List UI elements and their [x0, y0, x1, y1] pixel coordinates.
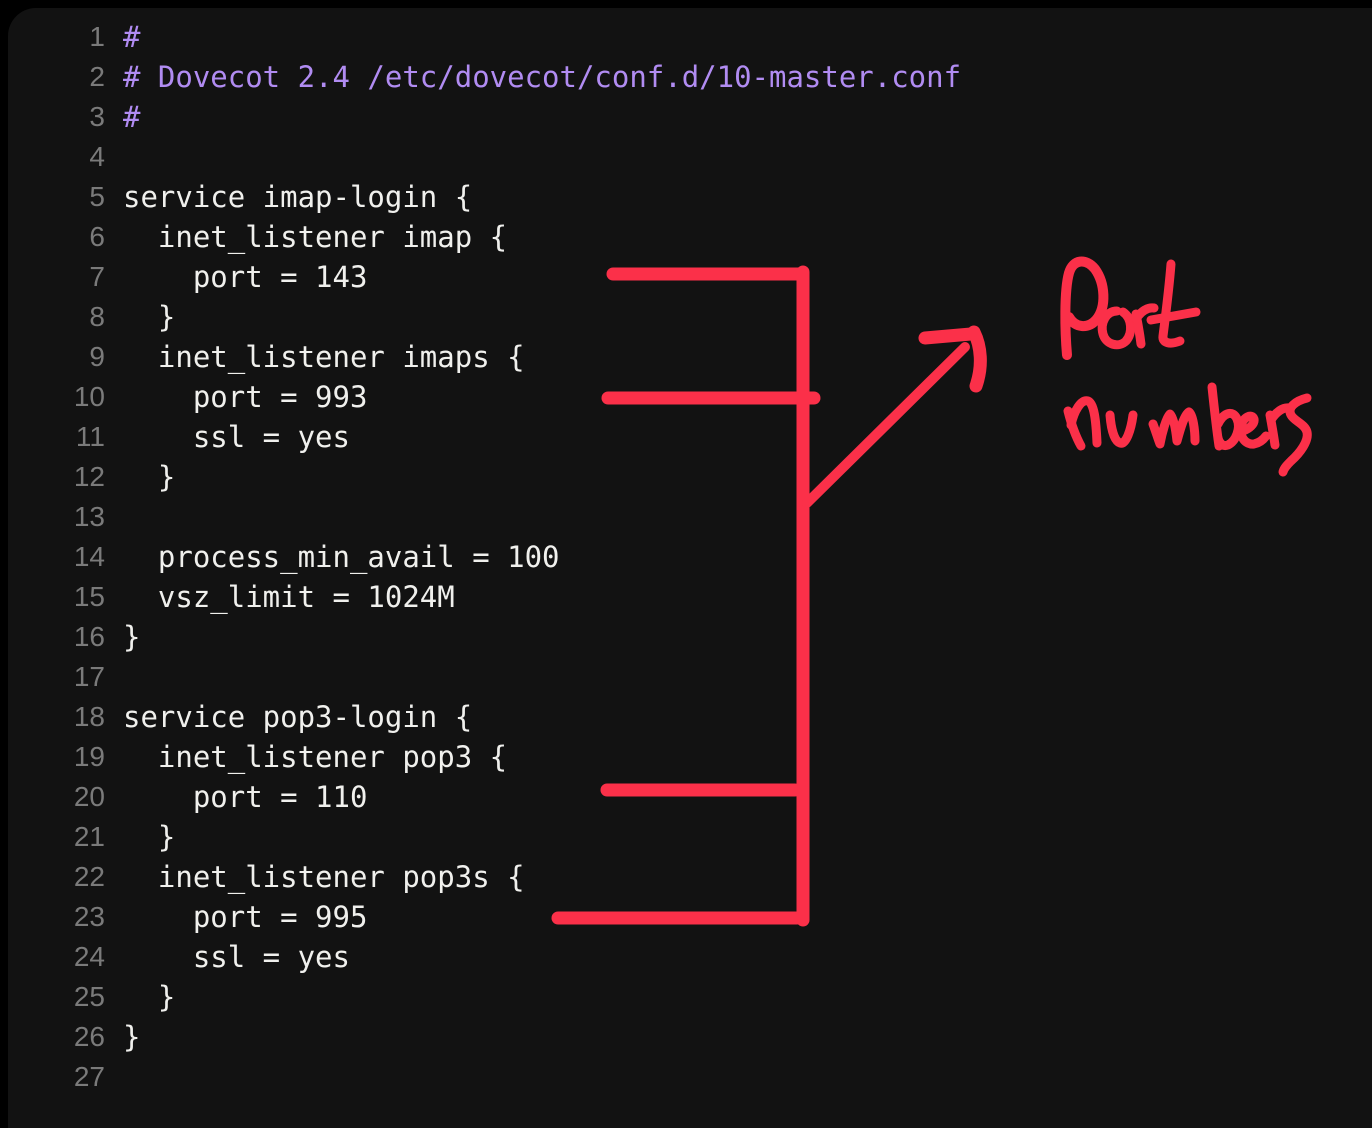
line-number: 19: [73, 741, 105, 772]
code-text: inet_listener pop3s {: [123, 860, 525, 894]
line-number: 17: [73, 661, 105, 692]
line-number: 23: [73, 901, 105, 932]
code-text: }: [123, 300, 176, 334]
code-line: 15 vsz_limit = 1024M: [8, 577, 1372, 617]
line-number: 1: [89, 21, 105, 52]
line-number: 27: [73, 1061, 105, 1092]
line-number: 11: [75, 421, 105, 452]
code-line: 17: [8, 657, 1372, 697]
line-number: 15: [73, 581, 105, 612]
line-number: 18: [73, 701, 105, 732]
code-line: 27: [8, 1057, 1372, 1097]
code-line: 25 }: [8, 977, 1372, 1017]
code-text: }: [123, 620, 141, 654]
line-number: 4: [89, 141, 105, 172]
code-text: }: [123, 980, 176, 1014]
line-number: 6: [89, 221, 105, 252]
code-line: 1#: [8, 17, 1372, 57]
line-number: 8: [89, 301, 105, 332]
line-number: 13: [73, 501, 105, 532]
code-line: 16}: [8, 617, 1372, 657]
code-text: }: [123, 460, 176, 494]
line-number: 16: [73, 621, 105, 652]
code-line: 23 port = 995: [8, 897, 1372, 937]
code-line: 6 inet_listener imap {: [8, 217, 1372, 257]
code-text: #: [123, 20, 141, 54]
code-text: ssl = yes: [123, 420, 350, 454]
code-line: 14 process_min_avail = 100: [8, 537, 1372, 577]
code-line: 3#: [8, 97, 1372, 137]
code-text: inet_listener pop3 {: [123, 740, 508, 774]
code-text: port = 143: [123, 260, 368, 294]
line-number: 9: [89, 341, 105, 372]
code-line: 2 # Dovecot 2.4 /etc/dovecot/conf.d/10-ma…: [8, 57, 1372, 97]
code-text: # Dovecot 2.4 /etc/dovecot/conf.d/10-mas…: [123, 60, 962, 94]
code-lines: 1#2# Dovecot 2.4 /etc/dovecot/conf.d/10-…: [8, 8, 1372, 1097]
code-line: 4: [8, 137, 1372, 177]
line-number: 14: [73, 541, 105, 572]
code-text: ssl = yes: [123, 940, 350, 974]
line-number: 10: [73, 381, 105, 412]
code-editor-panel: 1#2# Dovecot 2.4 /etc/dovecot/conf.d/10-…: [8, 8, 1372, 1128]
code-line: 13: [8, 497, 1372, 537]
code-text: port = 993: [123, 380, 368, 414]
code-text: vsz_limit = 1024M: [123, 580, 455, 614]
code-text: inet_listener imaps {: [123, 340, 525, 374]
code-line: 8 }: [8, 297, 1372, 337]
code-line: 18 service pop3-login {: [8, 697, 1372, 737]
code-line: 11 ssl = yes: [8, 417, 1372, 457]
line-number: 5: [89, 181, 105, 212]
code-line: 10 port = 993: [8, 377, 1372, 417]
line-number: 7: [89, 261, 105, 292]
code-line: 9 inet_listener imaps {: [8, 337, 1372, 377]
code-line: 24 ssl = yes: [8, 937, 1372, 977]
code-text: process_min_avail = 100: [123, 540, 560, 574]
line-number: 26: [73, 1021, 105, 1052]
line-number: 3: [89, 101, 105, 132]
line-number: 20: [73, 781, 105, 812]
code-text: service imap-login {: [123, 180, 473, 214]
line-number: 24: [73, 941, 105, 972]
code-line: 21 }: [8, 817, 1372, 857]
line-number: 22: [73, 861, 105, 892]
line-number: 25: [73, 981, 105, 1012]
code-line: 26}: [8, 1017, 1372, 1057]
code-line: 19 inet_listener pop3 {: [8, 737, 1372, 777]
code-text: inet_listener imap {: [123, 220, 508, 254]
code-text: }: [123, 1020, 141, 1054]
code-line: 7 port = 143: [8, 257, 1372, 297]
line-number: 12: [73, 461, 105, 492]
code-text: }: [123, 820, 176, 854]
code-text: port = 995: [123, 900, 368, 934]
code-line: 12 }: [8, 457, 1372, 497]
code-line: 5 service imap-login {: [8, 177, 1372, 217]
code-text: #: [123, 100, 141, 134]
code-text: service pop3-login {: [123, 700, 473, 734]
code-line: 20 port = 110: [8, 777, 1372, 817]
line-number: 2: [89, 61, 105, 92]
line-number: 21: [73, 821, 105, 852]
code-line: 22 inet_listener pop3s {: [8, 857, 1372, 897]
code-text: port = 110: [123, 780, 368, 814]
